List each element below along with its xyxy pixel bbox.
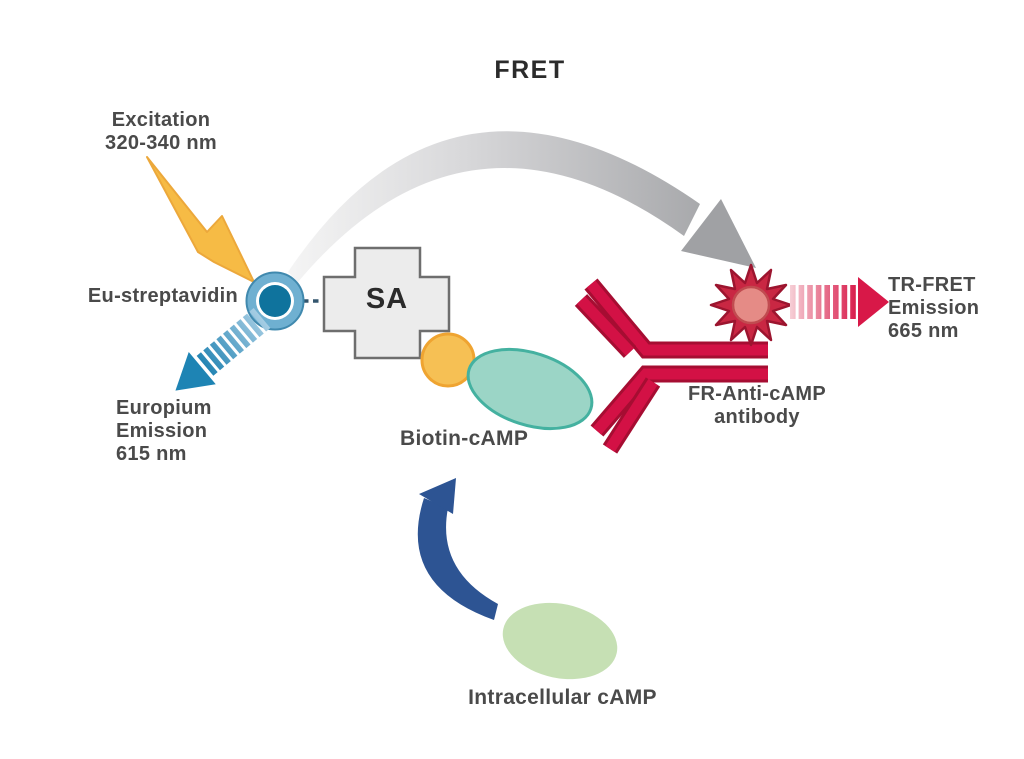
excitation-line1: Excitation xyxy=(111,109,211,131)
biotin-camp-label: Biotin-cAMP xyxy=(400,427,529,450)
tr-fret-emission-label: TR-FRET Emission 665 nm xyxy=(888,274,979,343)
europium-emission-arrow-icon xyxy=(175,308,271,391)
europium-emission-label: Europium Emission 615 nm xyxy=(116,397,212,466)
trfret-line2: Emission xyxy=(888,297,980,319)
lightning-bolt-icon xyxy=(146,156,255,283)
camp-tracer-ellipse-icon xyxy=(466,347,594,431)
trfret-line1: TR-FRET xyxy=(888,274,976,296)
sa-cross-shape xyxy=(322,246,451,360)
curved-arrow-icon xyxy=(417,478,498,620)
excitation-label: Excitation 320-340 nm xyxy=(76,109,246,155)
europium-line2: Emission xyxy=(116,420,208,442)
biotin-circle-icon xyxy=(420,332,476,388)
europium-line1: Europium xyxy=(116,397,212,419)
fr-ab-line1: FR-Anti-cAMP xyxy=(687,383,827,405)
antibody-icon xyxy=(574,278,768,454)
tr-fret-emission-arrow-icon xyxy=(790,277,889,327)
eu-donut-icon xyxy=(245,271,305,331)
eu-streptavidin-label: Eu-streptavidin xyxy=(87,285,238,307)
fr-anti-camp-antibody-label: FR-Anti-cAMP antibody xyxy=(668,383,846,429)
starburst-icon xyxy=(709,263,793,347)
intracellular-camp-ellipse-icon xyxy=(502,602,618,680)
excitation-line2: 320-340 nm xyxy=(105,132,217,154)
trfret-line3: 665 nm xyxy=(888,320,959,342)
fr-ab-line2: antibody xyxy=(714,406,800,428)
sa-label: SA xyxy=(365,283,409,315)
fret-arc-arrow-icon xyxy=(288,131,756,282)
intracellular-camp-label: Intracellular cAMP xyxy=(468,686,657,709)
fret-title: FRET xyxy=(494,56,566,84)
europium-line3: 615 nm xyxy=(116,443,187,465)
